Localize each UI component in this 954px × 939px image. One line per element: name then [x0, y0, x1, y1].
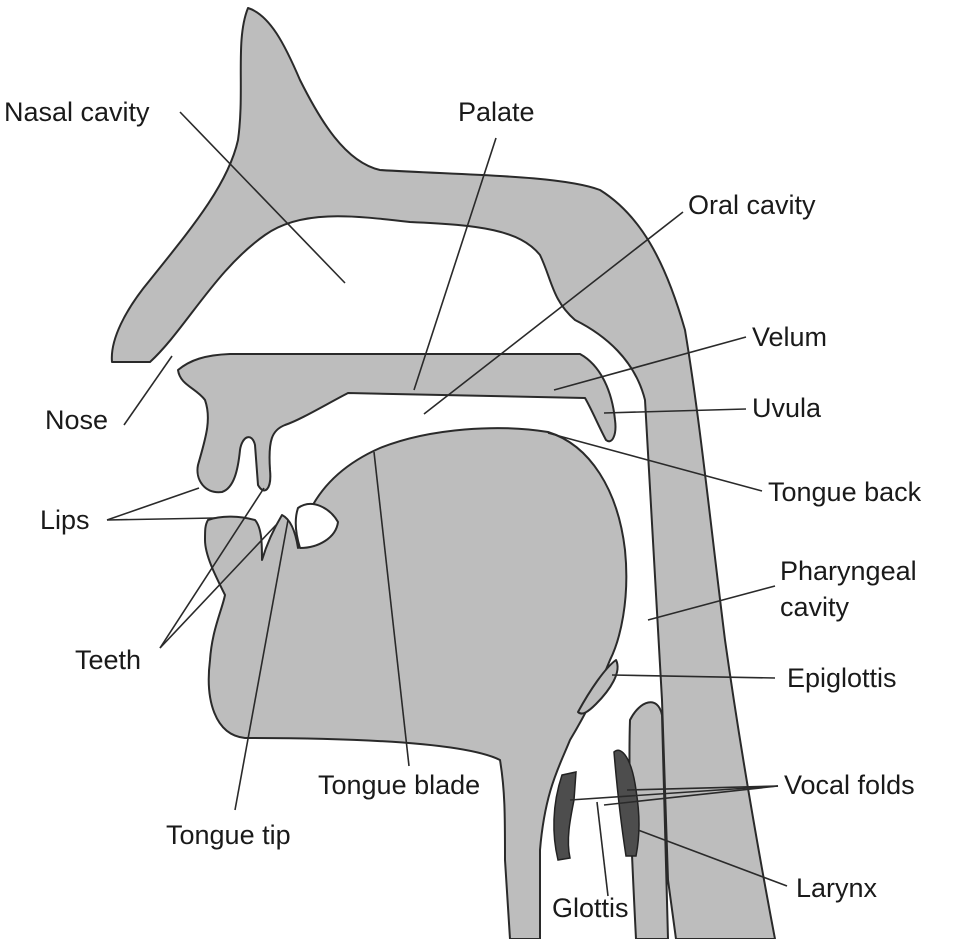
label-oral-cavity: Oral cavity — [688, 190, 816, 220]
label-lips: Lips — [40, 505, 90, 535]
label-vocal-folds: Vocal folds — [784, 770, 915, 800]
label-epiglottis: Epiglottis — [787, 663, 897, 693]
vocal-fold-left — [554, 772, 576, 860]
label-tongue-back: Tongue back — [768, 477, 921, 507]
label-uvula: Uvula — [752, 393, 821, 423]
label-pharyngeal-line2: cavity — [780, 592, 849, 622]
label-tongue-blade: Tongue blade — [318, 770, 480, 800]
label-tongue-tip: Tongue tip — [166, 820, 291, 850]
label-nose: Nose — [45, 405, 108, 435]
lower-jaw-tongue-tissue — [205, 428, 626, 939]
label-palate: Palate — [458, 97, 535, 127]
label-velum: Velum — [752, 322, 827, 352]
label-larynx: Larynx — [796, 873, 877, 903]
label-nasal-cavity: Nasal cavity — [4, 97, 150, 127]
label-glottis: Glottis — [552, 893, 629, 923]
label-teeth: Teeth — [75, 645, 141, 675]
label-pharyngeal-line1: Pharyngeal — [780, 556, 917, 586]
